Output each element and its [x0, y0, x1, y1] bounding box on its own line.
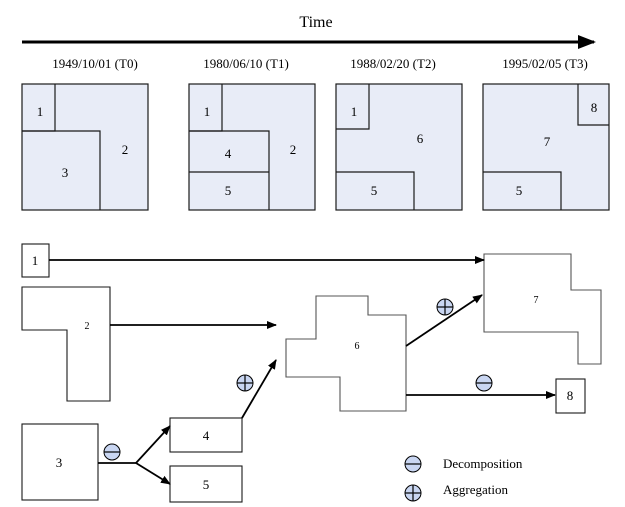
- aggregation-icon: [236, 374, 254, 392]
- t0-region-2: 2: [122, 142, 129, 157]
- graph-node-7-label: 7: [534, 295, 539, 306]
- legend-aggregation-icon: [404, 484, 422, 502]
- graph-node-3: 3: [21, 423, 99, 501]
- snapshot-t1-map: 1 4 2 5: [188, 83, 316, 211]
- t2-region-1: 1: [351, 104, 358, 119]
- graph-node-3-label: 3: [56, 455, 63, 470]
- snapshot-t2-map: 1 6 5: [335, 83, 463, 211]
- graph-node-8: 8: [555, 378, 586, 414]
- t1-region-1: 1: [204, 104, 211, 119]
- t1-region-2: 2: [290, 142, 297, 157]
- t0-region-1: 1: [37, 104, 44, 119]
- snapshot-t0-map: 1 3 2: [21, 83, 149, 211]
- t2-region-5: 5: [371, 183, 378, 198]
- edge-6-to-7: [405, 294, 483, 347]
- t3-region-7: 7: [544, 134, 551, 149]
- t1-region-4: 4: [225, 146, 232, 161]
- graph-node-5: 5: [169, 465, 243, 503]
- graph-node-8-label: 8: [567, 388, 574, 403]
- graph-node-2: 2: [21, 286, 111, 402]
- t1-region-5: 5: [225, 183, 232, 198]
- legend-decomposition-icon: [404, 455, 422, 473]
- graph-node-4-label: 4: [203, 428, 210, 443]
- graph-node-6-label: 6: [355, 341, 360, 352]
- edge-3-to-5: [135, 462, 171, 485]
- aggregation-icon: [436, 298, 454, 316]
- decomposition-icon: [475, 374, 493, 392]
- snapshot-t3-map: 8 7 5: [482, 83, 610, 211]
- graph-node-7: 7: [483, 253, 602, 365]
- decomposition-icon: [103, 443, 121, 461]
- snapshot-label-t2: 1988/02/20 (T2): [350, 56, 436, 71]
- snapshot-label-t3: 1995/02/05 (T3): [502, 56, 588, 71]
- edge-3-to-4: [135, 425, 171, 464]
- time-axis: Time: [22, 14, 596, 49]
- time-axis-title: Time: [299, 14, 332, 31]
- legend: Decomposition Aggregation: [404, 455, 523, 502]
- edge-4-to-6: [241, 359, 277, 419]
- graph-node-1-label: 1: [32, 253, 39, 268]
- t0-region-3: 3: [62, 165, 69, 180]
- graph-node-6: 6: [285, 295, 407, 412]
- t3-region-8: 8: [591, 100, 598, 115]
- graph-node-4: 4: [169, 417, 243, 453]
- graph-node-5-label: 5: [203, 477, 210, 492]
- legend-decomposition-label: Decomposition: [443, 456, 523, 471]
- t3-region-5: 5: [516, 183, 523, 198]
- snapshot-label-t0: 1949/10/01 (T0): [52, 56, 138, 71]
- legend-aggregation-label: Aggregation: [443, 482, 508, 497]
- t2-region-6: 6: [417, 131, 424, 146]
- snapshot-label-t1: 1980/06/10 (T1): [203, 56, 289, 71]
- graph-node-1: 1: [21, 243, 50, 278]
- graph-node-2-label: 2: [85, 321, 90, 332]
